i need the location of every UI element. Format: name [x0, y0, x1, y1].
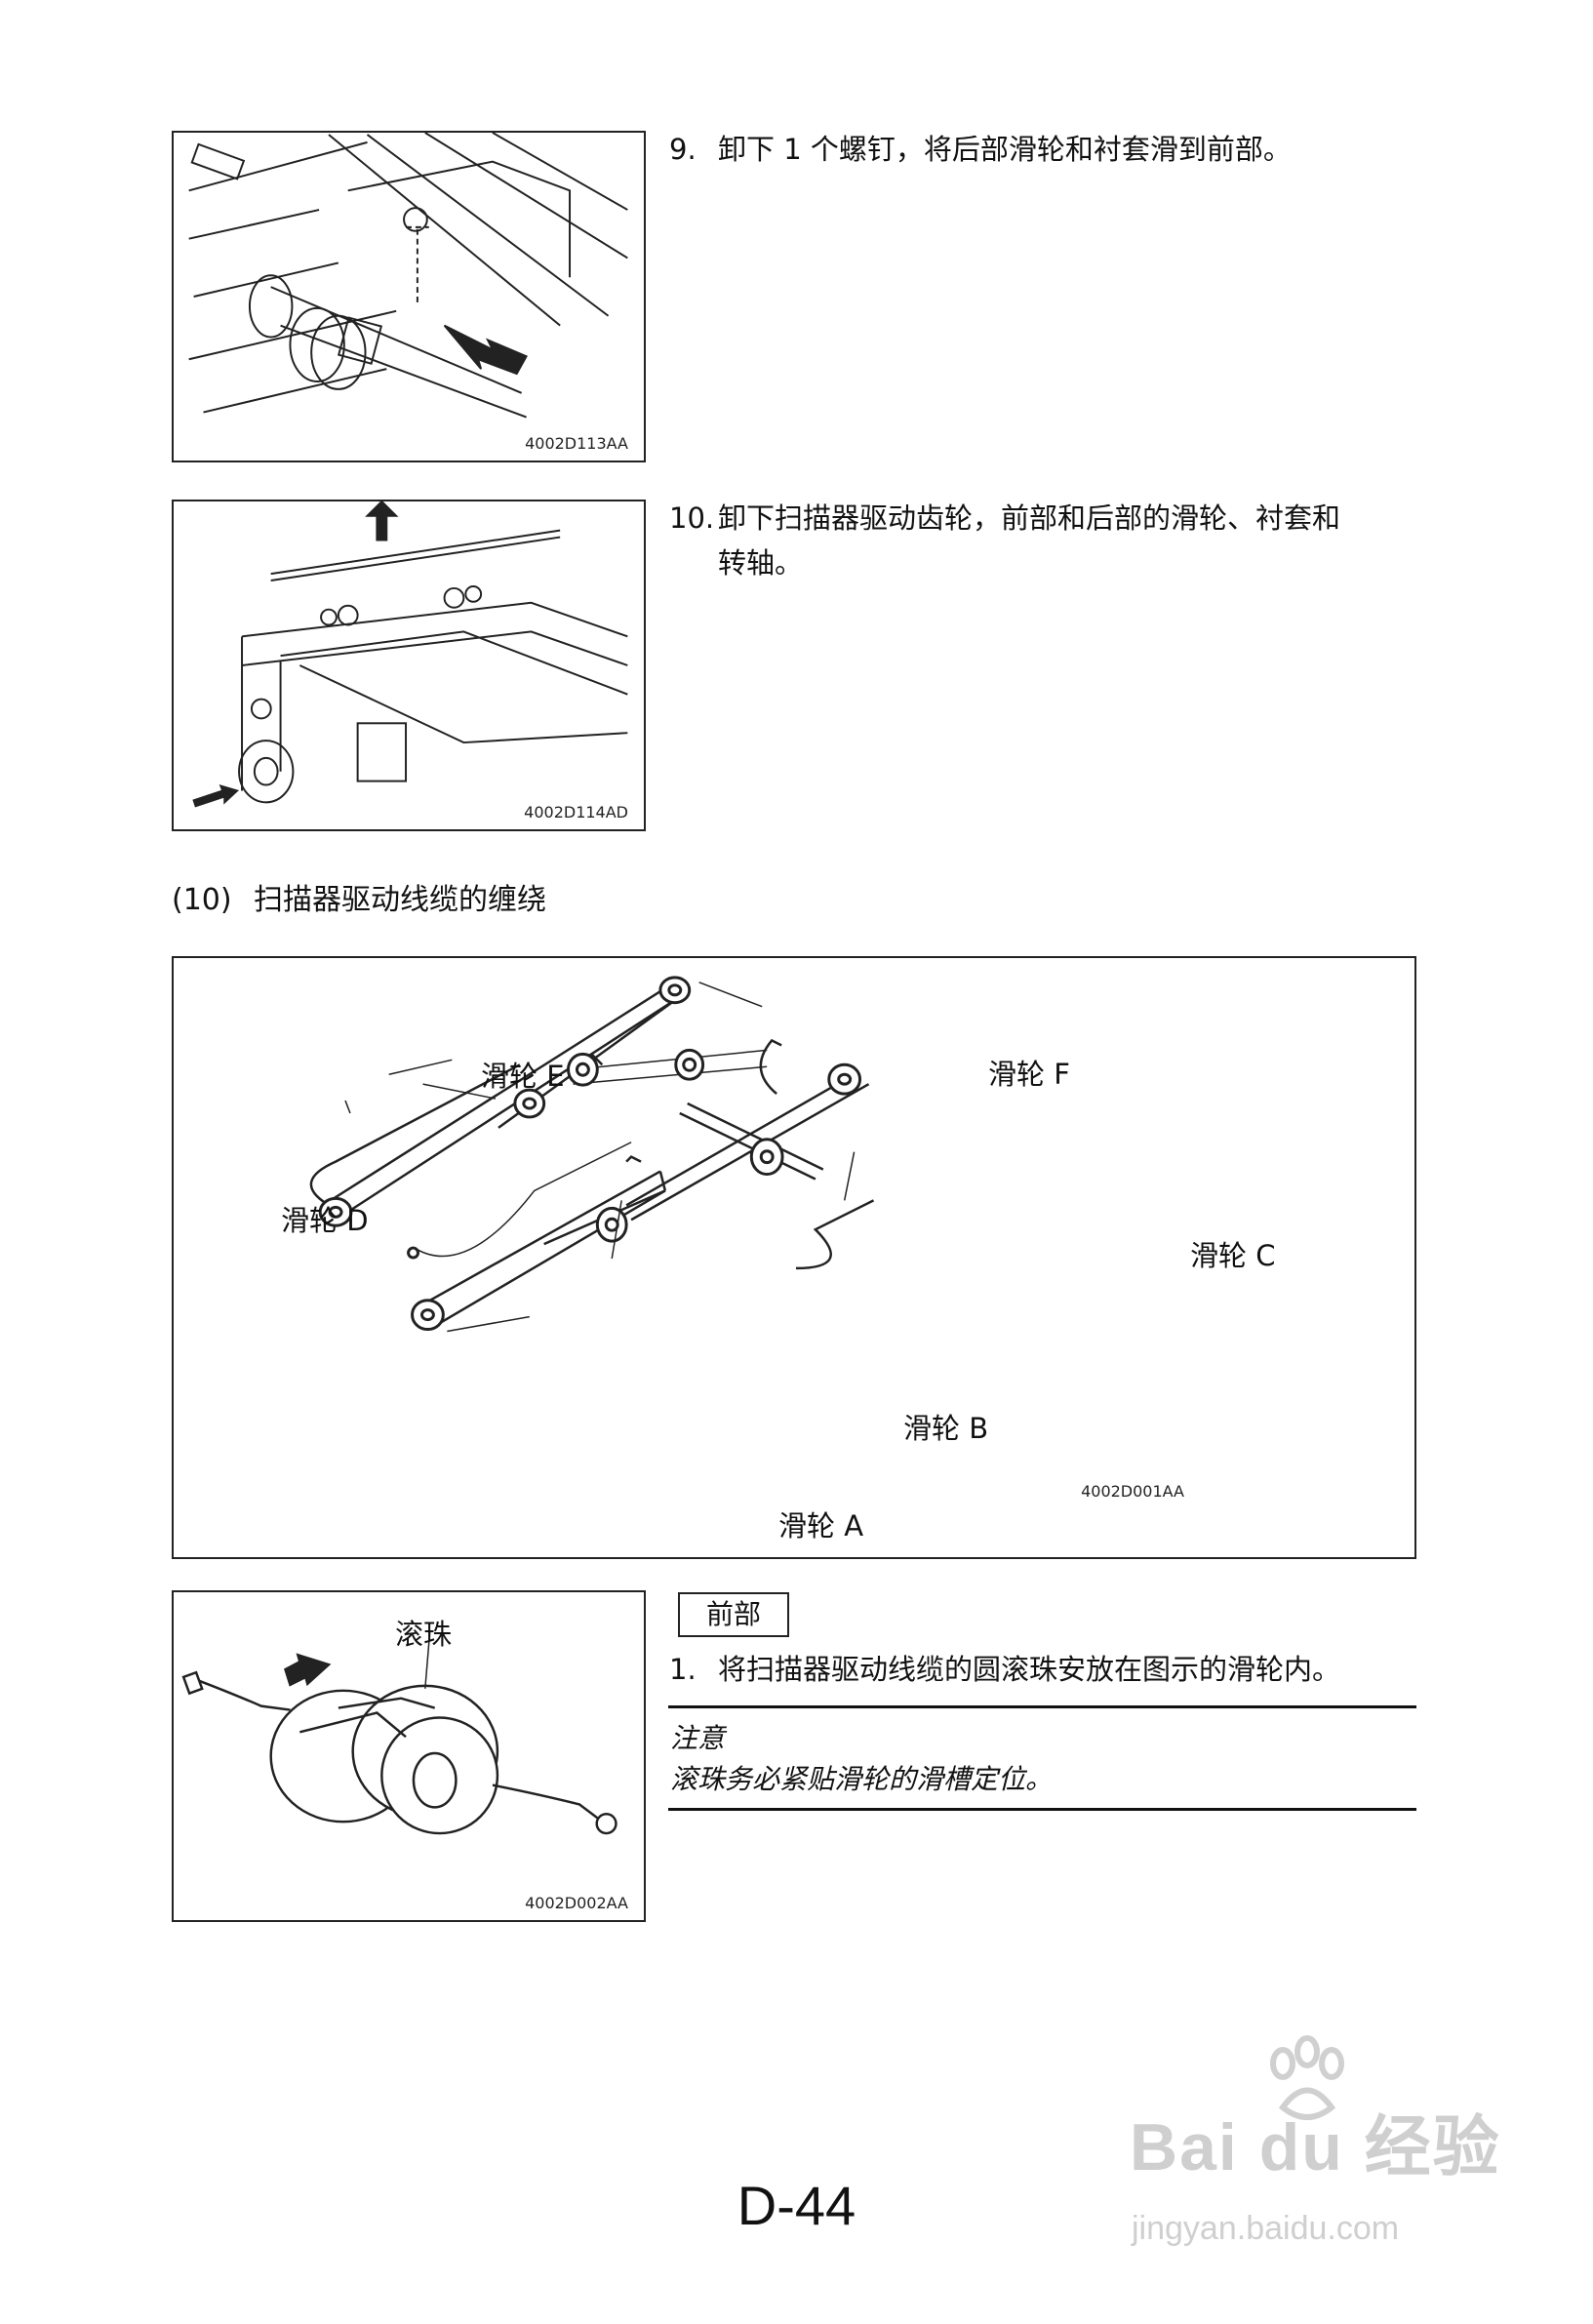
- section-heading: (10) 扫描器驱动线缆的缠绕: [172, 875, 546, 918]
- page-number: D-44: [737, 2175, 856, 2236]
- figure-ball-pulley: 4002D002AA: [172, 1590, 646, 1922]
- cable-winding-illustration: [309, 976, 875, 1333]
- label-pulley-b: 滑轮 B: [903, 1412, 989, 1445]
- label-ball: 滚珠: [395, 1618, 453, 1651]
- step-text: 将扫描器驱动线缆的圆滚珠安放在图示的滑轮内。: [718, 1653, 1341, 1686]
- step-number: 1.: [669, 1653, 697, 1686]
- figure-code: 4002D002AA: [525, 1894, 628, 1912]
- label-pulley-a: 滑轮 A: [778, 1509, 864, 1543]
- figure-cable-winding: 4002D001AA: [172, 956, 1416, 1559]
- step-text-line2: 转轴。: [718, 546, 804, 580]
- note-rule-bottom: [668, 1808, 1416, 1811]
- watermark-url: jingyan.baidu.com: [1132, 2210, 1400, 2247]
- figure-code: 4002D114AD: [524, 803, 628, 821]
- figure-code: 4002D001AA: [1081, 1482, 1184, 1501]
- label-pulley-e: 滑轮 E: [481, 1060, 565, 1093]
- step-9: 9. 卸下 1 个螺钉，将后部滑轮和衬套滑到前部。: [669, 127, 1292, 172]
- instruction-1: 1. 将扫描器驱动线缆的圆滚珠安放在图示的滑轮内。: [669, 1647, 1340, 1692]
- section-number: (10): [172, 883, 232, 917]
- label-pulley-c: 滑轮 C: [1190, 1239, 1276, 1272]
- paw-icon: [1270, 2035, 1344, 2120]
- step-10: 10.卸下扫描器驱动齿轮，前部和后部的滑轮、衬套和 转轴。: [669, 496, 1420, 585]
- figure-code: 4002D113AA: [525, 434, 628, 453]
- step-text: 卸下 1 个螺钉，将后部滑轮和衬套滑到前部。: [718, 133, 1292, 166]
- figure-drive-gear: 4002D114AD: [172, 500, 646, 831]
- front-box: 前部: [678, 1592, 789, 1637]
- step-text-line1: 卸下扫描器驱动齿轮，前部和后部的滑轮、衬套和: [718, 501, 1341, 535]
- figure-rear-pulley: 4002D113AA: [172, 131, 646, 462]
- note-rule-top: [668, 1705, 1416, 1708]
- drive-gear-illustration: [192, 501, 628, 808]
- rear-pulley-illustration: [188, 133, 628, 419]
- step-number: 10.: [669, 501, 715, 535]
- section-title: 扫描器驱动线缆的缠绕: [254, 883, 546, 917]
- watermark-logo: Bai du 经验: [1130, 2110, 1501, 2184]
- label-pulley-f: 滑轮 F: [988, 1058, 1070, 1091]
- label-pulley-d: 滑轮 D: [281, 1204, 369, 1237]
- note-text: 滚珠务必紧贴滑轮的滑槽定位。: [670, 1763, 1054, 1795]
- step-number: 9.: [669, 133, 697, 166]
- ball-pulley-illustration: [181, 1630, 617, 1835]
- note-title: 注意: [670, 1722, 726, 1754]
